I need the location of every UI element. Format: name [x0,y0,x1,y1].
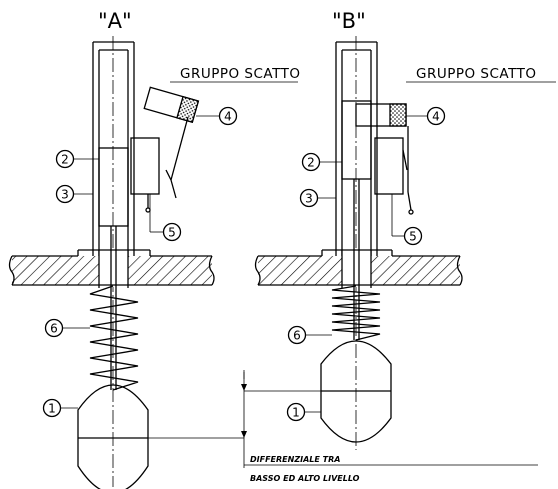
svg-text:5: 5 [168,226,176,240]
view-a-switch-group [143,86,200,199]
view-a-callout-2: 2 [55,149,99,169]
view-b-float [320,340,392,443]
svg-text:3: 3 [61,188,69,202]
view-b-microswitch [374,137,404,195]
view-b-callout-1: 1 [286,402,321,422]
view-b-callout-6: 6 [287,325,332,345]
view-b-group-label: GRUPPO SCATTO [416,66,537,82]
differential-label-line1: DIFFERENZIALE TRA [250,455,340,464]
view-a-callout-6: 6 [44,318,90,338]
view-b-callout-4: 4 [406,106,446,126]
view-a: "A" [8,9,301,489]
view-a-callout-3: 3 [55,184,93,204]
svg-text:5: 5 [409,230,417,244]
view-b-callout-3: 3 [299,188,336,208]
svg-text:2: 2 [61,153,69,167]
view-b-switch-group [355,103,412,211]
svg-text:3: 3 [305,192,313,206]
view-a-callout-4: 4 [196,106,238,126]
view-a-group-label: GRUPPO SCATTO [180,66,301,82]
view-a-magnet [98,147,129,227]
svg-text:4: 4 [432,110,440,124]
view-a-float [77,384,149,489]
svg-text:1: 1 [48,402,56,416]
svg-text:6: 6 [50,322,58,336]
view-a-flange [8,249,215,288]
view-b-callout-2: 2 [301,152,342,172]
differential-dimension: DIFFERENZIALE TRA BASSO ED ALTO LIVELLO [148,370,538,483]
view-a-spring [89,285,139,391]
view-b-magnet [341,100,372,180]
view-b-spring [331,285,381,341]
view-b: "B" [254,9,556,450]
view-a-title: "A" [98,9,132,33]
differential-label-line2: BASSO ED ALTO LIVELLO [250,474,360,483]
view-b-callout-5: 5 [391,194,423,246]
svg-text:4: 4 [224,110,232,124]
svg-text:2: 2 [307,156,315,170]
svg-text:1: 1 [292,406,300,420]
view-a-microswitch [130,137,160,195]
view-b-title: "B" [332,9,366,33]
view-a-callout-5: 5 [149,194,182,242]
view-a-callout-1: 1 [42,398,78,418]
svg-text:6: 6 [293,329,301,343]
